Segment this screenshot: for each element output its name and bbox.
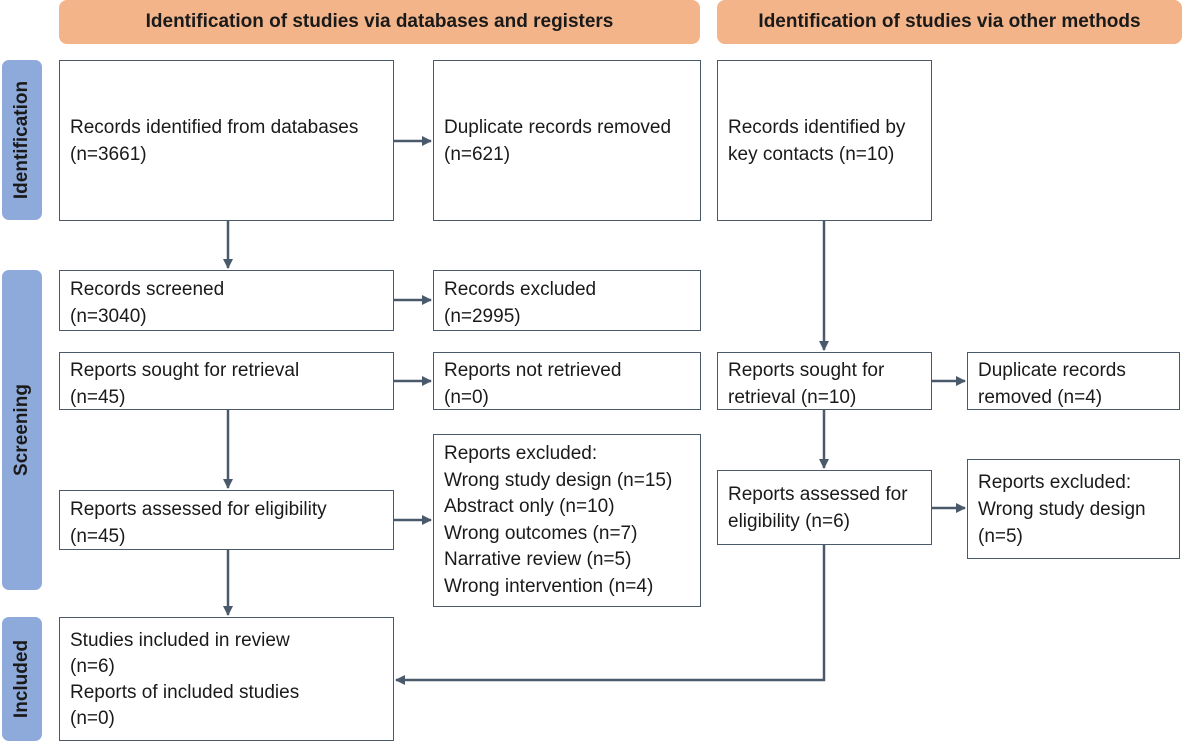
stage-identification: Identification <box>2 60 42 220</box>
box-line: Reports of included studies <box>70 682 300 703</box>
box-records-excluded: Records excluded (n=2995) <box>433 270 701 331</box>
box-reports-assessed: Reports assessed for eligibility (n=45) <box>59 490 394 550</box>
box-line: (n=2995) <box>444 306 521 327</box>
box-line: Reports not retrieved <box>444 360 622 381</box>
box-line: (n=0) <box>444 387 489 408</box>
box-line: retrieval (n=10) <box>728 387 857 408</box>
box-reports-sought: Reports sought for retrieval (n=45) <box>59 352 394 410</box>
header-databases-registers: Identification of studies via databases … <box>59 0 700 44</box>
box-line: Wrong outcomes (n=7) <box>444 522 638 544</box>
header-other-methods: Identification of studies via other meth… <box>717 0 1182 44</box>
box-reports-excluded: Reports excluded: Wrong study design (n=… <box>433 434 701 607</box>
box-line: Abstract only (n=10) <box>444 496 615 517</box>
box-line: Duplicate records <box>978 360 1126 381</box>
box-line: (n=3040) <box>70 306 147 327</box>
box-other-reports-excluded: Reports excluded: Wrong study design (n=… <box>967 459 1180 559</box>
box-other-duplicates-removed: Duplicate records removed (n=4) <box>967 352 1180 410</box>
box-line: Reports sought for <box>728 360 885 381</box>
box-line: Reports excluded: <box>444 443 598 464</box>
stage-screening-label: Screening <box>11 384 32 476</box>
box-line: Records screened <box>70 279 225 300</box>
box-line: Wrong study design <box>978 499 1146 520</box>
stage-included: Included <box>2 617 42 741</box>
box-key-contacts: Records identified by key contacts (n=10… <box>717 60 932 221</box>
box-records-screened: Records screened (n=3040) <box>59 270 394 331</box>
box-records-identified: Records identified from databases (n=366… <box>59 60 394 221</box>
box-line: Duplicate records removed <box>444 116 672 138</box>
box-line: key contacts (n=10) <box>728 143 895 165</box>
box-line: Wrong study design (n=15) <box>444 469 673 491</box>
box-line: (n=5) <box>978 526 1023 547</box>
box-line: eligibility (n=6) <box>728 511 850 532</box>
box-line: (n=6) <box>70 656 115 677</box>
box-line: Wrong intervention (n=4) <box>444 575 654 597</box>
box-duplicates-removed: Duplicate records removed (n=621) <box>433 60 701 221</box>
box-line: Records identified by <box>728 116 906 138</box>
box-line: removed (n=4) <box>978 387 1103 408</box>
box-line: Studies included in review <box>70 630 290 651</box>
box-reports-not-retrieved: Reports not retrieved (n=0) <box>433 352 701 410</box>
box-line: (n=45) <box>70 526 126 547</box>
stage-included-label: Included <box>11 639 32 719</box>
box-line: Reports excluded: <box>978 472 1132 493</box>
box-other-reports-sought: Reports sought for retrieval (n=10) <box>717 352 932 410</box>
box-included: Studies included in review (n=6) Reports… <box>59 617 394 741</box>
box-line: Records excluded <box>444 279 597 300</box>
box-line: Narrative review (n=5) <box>444 549 632 570</box>
box-line: Records identified from databases <box>70 116 359 138</box>
box-line: Reports assessed for <box>728 484 908 505</box>
stage-identification-label: Identification <box>11 80 33 200</box>
box-line: Reports assessed for eligibility <box>70 499 327 520</box>
box-line: (n=45) <box>70 387 126 408</box>
box-line: (n=0) <box>70 708 115 729</box>
box-other-reports-assessed: Reports assessed for eligibility (n=6) <box>717 470 932 545</box>
box-line: (n=3661) <box>70 143 147 165</box>
box-line: (n=621) <box>444 143 511 165</box>
box-line: Reports sought for retrieval <box>70 360 300 381</box>
stage-screening: Screening <box>2 270 42 590</box>
